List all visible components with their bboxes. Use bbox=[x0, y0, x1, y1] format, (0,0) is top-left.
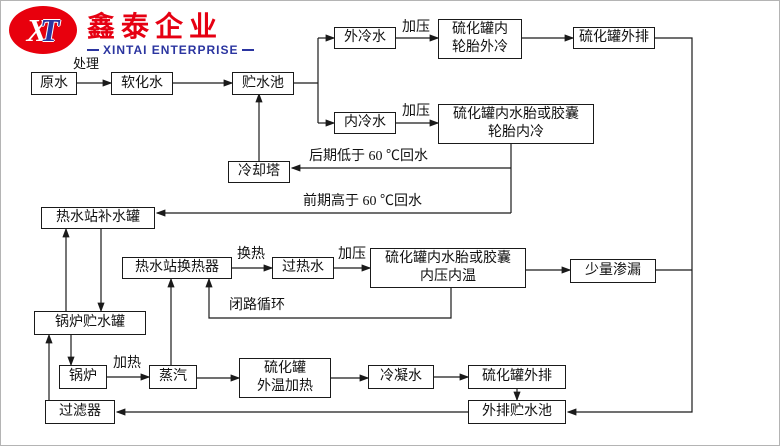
node-discharge-storage-pool: 外排贮水池 bbox=[468, 400, 566, 424]
edge-label-late-return: 后期低于 60 ℃回水 bbox=[309, 149, 428, 164]
edge-closed-loop-return bbox=[205, 277, 452, 319]
node-steam: 蒸汽 bbox=[149, 365, 197, 389]
edge-label-pressurize-outer: 加压 bbox=[402, 20, 430, 35]
node-cooling-tower: 冷却塔 bbox=[228, 161, 290, 183]
node-superheated-water: 过热水 bbox=[272, 257, 334, 279]
left-rule bbox=[87, 49, 99, 51]
node-outer-cooling-water: 外冷水 bbox=[334, 27, 396, 49]
node-raw-water: 原水 bbox=[31, 72, 77, 95]
edge-pool-branch-trunk bbox=[294, 38, 319, 123]
edge-label-treatment: 处理 bbox=[73, 56, 100, 71]
node-storage-pool: 贮水池 bbox=[232, 72, 294, 95]
node-boiler: 锅炉 bbox=[59, 365, 107, 389]
node-filter: 过滤器 bbox=[45, 400, 115, 424]
node-tire-inner-cooling: 硫化罐内水胎或胶囊 轮胎内冷 bbox=[438, 104, 594, 144]
node-boiler-storage-tank: 锅炉贮水罐 bbox=[34, 311, 146, 335]
edge-label-pressurize-inner: 加压 bbox=[402, 104, 430, 119]
node-vulcanizer-discharge-top: 硫化罐外排 bbox=[573, 27, 655, 49]
node-tire-outer-cooling: 硫化罐内 轮胎外冷 bbox=[438, 19, 522, 59]
company-name-en-row: XINTAI ENTERPRISE bbox=[87, 43, 273, 57]
edge-label-early-return: 前期高于 60 ℃回水 bbox=[303, 194, 422, 209]
logo-xt-icon: X T bbox=[9, 6, 77, 54]
logo-letter-x: X bbox=[26, 12, 48, 48]
edge-discharge-right-to-pool bbox=[566, 37, 693, 416]
node-slight-leakage: 少量渗漏 bbox=[570, 259, 656, 283]
edge-label-heat-exchange: 换热 bbox=[237, 247, 265, 262]
node-heat-exchanger: 热水站换热器 bbox=[122, 257, 232, 279]
node-hot-water-makeup-tank: 热水站补水罐 bbox=[41, 207, 155, 229]
edge-label-heating: 加热 bbox=[113, 356, 141, 371]
node-inner-pressure-temp: 硫化罐内水胎或胶囊 内压内温 bbox=[370, 248, 526, 288]
right-rule bbox=[242, 49, 255, 51]
node-condensate: 冷凝水 bbox=[368, 365, 434, 389]
node-inner-cooling-water: 内冷水 bbox=[334, 112, 396, 134]
node-softened-water: 软化水 bbox=[111, 72, 173, 95]
edge-label-pressurize-superheated: 加压 bbox=[338, 247, 366, 262]
edge-label-closed-loop: 闭路循环 bbox=[229, 298, 285, 313]
company-name-cn: 鑫泰企业 bbox=[87, 12, 224, 43]
logo-letter-t: T bbox=[39, 12, 60, 48]
node-external-heating: 硫化罐 外温加热 bbox=[239, 358, 331, 398]
company-name-en: XINTAI ENTERPRISE bbox=[103, 43, 239, 57]
node-vulcanizer-discharge-bottom: 硫化罐外排 bbox=[468, 365, 566, 389]
